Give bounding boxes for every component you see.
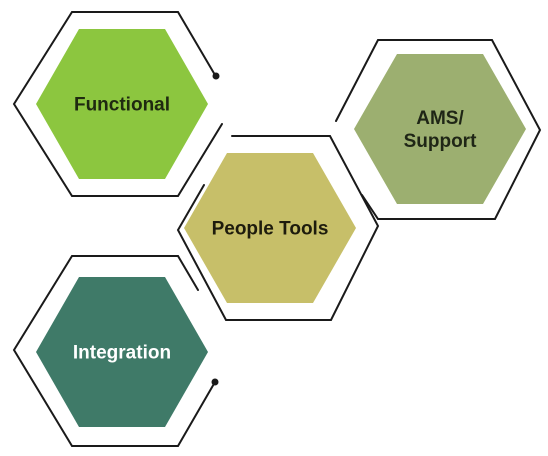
hexagon-integration-label: Integration [73,343,171,364]
hexagon-functional-label: Functional [74,95,170,116]
people-tools-outline [176,135,380,321]
hexagon-functional-shape [36,29,208,179]
hexagon-integration: Integration [36,277,208,427]
ams-support-outline [335,39,542,220]
hexagon-people-tools-shape [184,153,356,303]
functional-outline [12,11,223,197]
hexagon-integration-shape [36,277,208,427]
integration-outline [12,255,216,447]
hexagon-ams-support-label: AMS/ [416,108,464,129]
hexagon-ams-support-label: Support [404,131,477,152]
hexagon-functional: Functional [36,29,208,179]
hexagon-people-tools-label: People Tools [212,219,329,240]
hexagon-ams-support-shape [354,54,526,204]
hexagon-outlines [12,11,542,447]
hexagon-people-tools: People Tools [184,153,356,303]
integration-outline-dot [211,378,219,386]
hexagon-ams-support: AMS/Support [354,54,526,204]
functional-outline-dot [212,72,220,80]
